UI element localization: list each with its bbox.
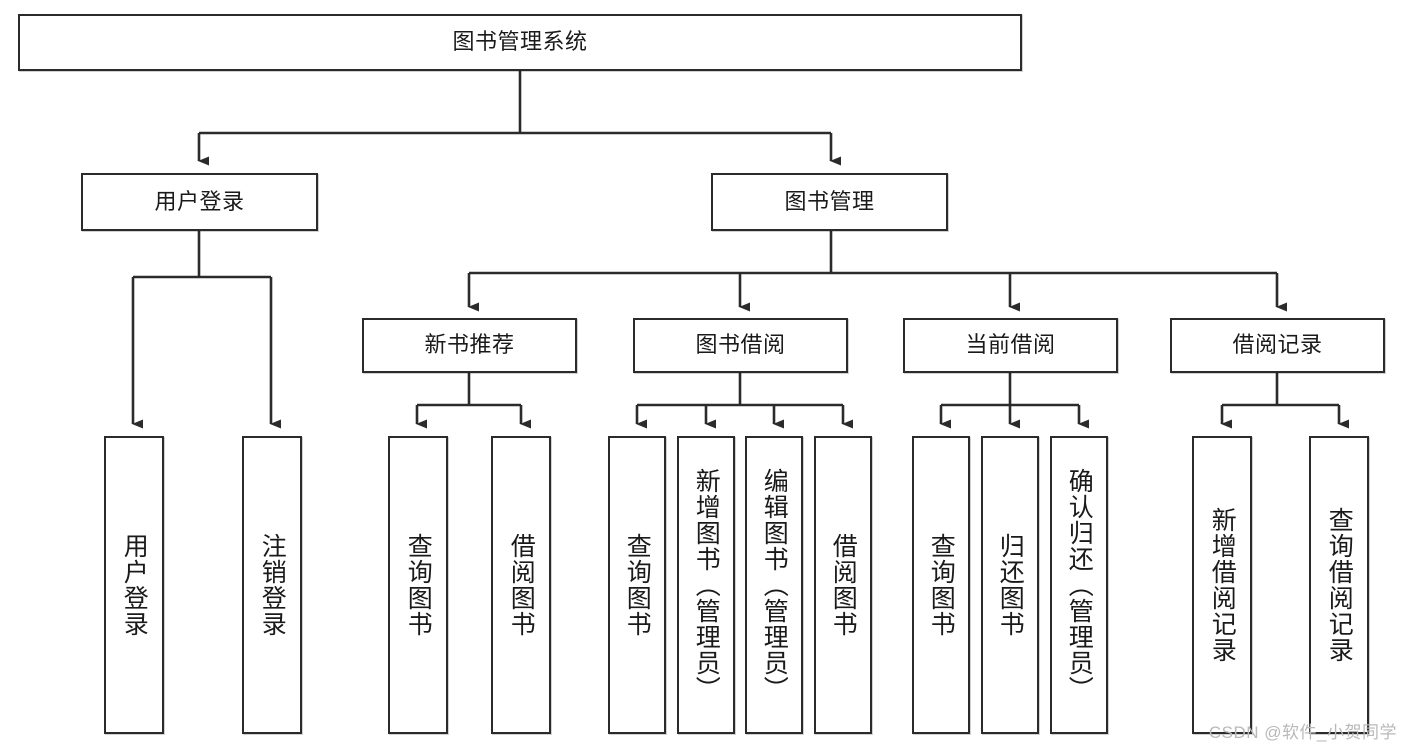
node-label: 借阅图书 [829,533,858,637]
node-current-borrow[interactable]: 当前借阅 [903,318,1118,373]
node-leaf-logout-login[interactable]: 注销登录 [242,436,302,734]
node-label: 当前借阅 [965,332,1056,358]
node-new-book-recommend[interactable]: 新书推荐 [362,318,577,373]
node-leaf-confirm-return[interactable]: 确认归还（管理员） [1050,436,1108,734]
node-label: 编辑图书（管理员） [760,468,789,702]
node-leaf-borrow-book-1[interactable]: 借阅图书 [491,436,551,734]
node-system-title[interactable]: 图书管理系统 [18,14,1022,71]
node-label: 图书借阅 [695,332,786,358]
node-label: 注销登录 [258,533,287,637]
node-label: 用户登录 [154,188,245,214]
node-borrow-record[interactable]: 借阅记录 [1170,318,1385,373]
node-leaf-add-record[interactable]: 新增借阅记录 [1192,436,1252,734]
node-label: 新书推荐 [424,332,515,358]
node-leaf-user-login[interactable]: 用户登录 [104,436,164,734]
node-label: 借阅记录 [1232,332,1323,358]
node-user-login[interactable]: 用户登录 [81,173,318,231]
node-book-borrow[interactable]: 图书借阅 [633,318,848,373]
node-label: 查询图书 [623,533,652,637]
node-leaf-query-book-2[interactable]: 查询图书 [608,436,666,734]
node-label: 归还图书 [996,533,1025,637]
node-label: 确认归还（管理员） [1065,468,1094,702]
node-label: 新增借阅记录 [1208,507,1237,663]
node-leaf-add-book[interactable]: 新增图书（管理员） [677,436,735,734]
node-leaf-query-record[interactable]: 查询借阅记录 [1309,436,1369,734]
node-leaf-query-book-1[interactable]: 查询图书 [388,436,448,734]
node-leaf-return-book[interactable]: 归还图书 [981,436,1039,734]
node-leaf-borrow-book-2[interactable]: 借阅图书 [814,436,872,734]
node-label: 用户登录 [120,533,149,637]
csdn-watermark: CSDN @软件_小贺同学 [1208,723,1397,742]
node-label: 查询图书 [927,533,956,637]
node-label: 查询借阅记录 [1325,507,1354,663]
node-leaf-query-book-3[interactable]: 查询图书 [912,436,970,734]
node-label: 图书管理系统 [452,29,588,55]
node-book-management[interactable]: 图书管理 [711,173,948,231]
node-label: 图书管理 [784,188,875,214]
node-label: 查询图书 [404,533,433,637]
node-leaf-edit-book[interactable]: 编辑图书（管理员） [745,436,803,734]
node-label: 借阅图书 [507,533,536,637]
node-label: 新增图书（管理员） [692,468,721,702]
